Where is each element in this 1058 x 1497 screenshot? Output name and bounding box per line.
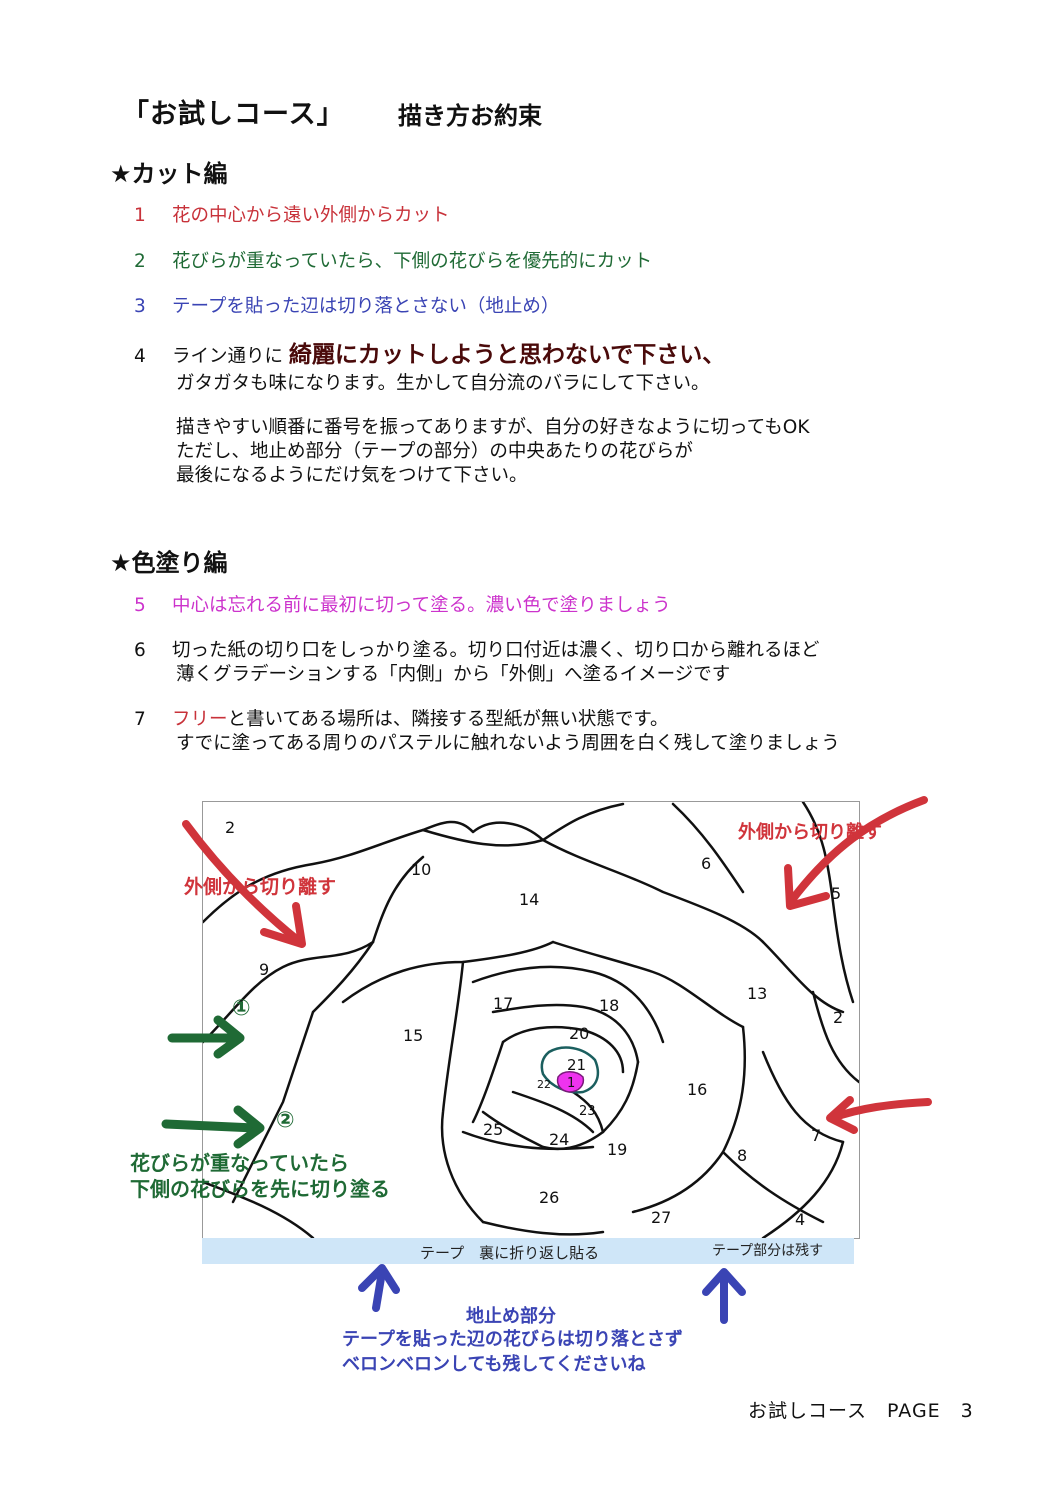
blue-arrow-icon [372, 1268, 386, 1312]
petal-number: 21 [567, 1056, 587, 1074]
petal-number: 13 [747, 984, 768, 1003]
green-arrow-icon [161, 1119, 261, 1133]
rose-pattern-diagram: 2 10 14 6 5 9 17 18 13 15 20 21 2 1 22 2… [202, 801, 860, 1239]
petal-number: 22 [537, 1078, 551, 1091]
color-item-5: 5 中心は忘れる前に最初に切って塗る。濃い色で塗りましょう [134, 593, 671, 618]
color-item-6: 6 切った紙の切り口をしっかり塗る。切り口付近は濃く、切り口から離れるほど [134, 638, 820, 663]
petal-number: 4 [795, 1210, 806, 1229]
petal-number: 5 [831, 884, 842, 903]
color-item-5-num: 5 [134, 595, 146, 616]
circled-number-2: ② [276, 1108, 295, 1133]
petal-number: 15 [403, 1026, 424, 1045]
petal-number: 10 [411, 860, 432, 879]
petal-number: 9 [259, 960, 270, 979]
cut-section-heading: ★カット編 [110, 160, 228, 188]
petal-number: 25 [483, 1120, 504, 1139]
petal-number: 27 [651, 1208, 672, 1227]
annotation-ground-line-3: ベロンベロンしても残してくださいね [342, 1354, 646, 1375]
rose-center-petal [556, 1071, 585, 1093]
petal-number: 19 [607, 1140, 628, 1159]
circled-number-1: ① [232, 996, 251, 1021]
color-item-5-text: 中心は忘れる前に最初に切って塗る。濃い色で塗りましょう [172, 595, 671, 616]
annotation-outer-left: 外側から切り離す [184, 876, 337, 898]
cut-item-4: 4 ライン通りに 綺麗にカットしようと思わないで下さい、 [134, 343, 725, 369]
petal-number: 26 [539, 1188, 560, 1207]
cut-item-1-text: 花の中心から遠い外側からカット [172, 205, 450, 226]
petal-number: 18 [599, 996, 620, 1015]
cut-item-3: 3 テープを貼った辺は切り落とさない（地止め） [134, 294, 559, 319]
petal-number: 14 [519, 890, 540, 909]
red-arrow-icon [828, 1098, 932, 1122]
cut-item-4-lead: ライン通りに [172, 346, 284, 367]
rose-line-drawing [203, 802, 859, 1238]
tape-label: テープ 裏に折り返し貼る [420, 1244, 600, 1262]
blue-arrowhead-icon [358, 1264, 400, 1294]
color-item-7-num: 7 [134, 709, 146, 730]
petal-number: 6 [701, 854, 712, 873]
red-arrowhead-icon [784, 864, 830, 910]
petal-number: 7 [811, 1126, 822, 1145]
petal-number: 8 [737, 1146, 748, 1165]
color-item-7-line-2: すでに塗ってある周りのパステルに触れないよう周囲を白く残して塗りましょう [176, 733, 840, 754]
cut-item-4-line-3: ただし、地止め部分（テープの部分）の中央あたりの花びらが [176, 441, 693, 462]
blue-arrowhead-icon [702, 1268, 746, 1296]
cut-item-4-num: 4 [134, 346, 146, 367]
annotation-ground-line-2: テープを貼った辺の花びらは切り落とさず [342, 1329, 683, 1350]
cut-item-2-num: 2 [134, 251, 146, 272]
petal-number: 16 [687, 1080, 708, 1099]
annotation-overlap-line-1: 花びらが重なっていたら [130, 1151, 349, 1175]
cut-item-3-num: 3 [134, 296, 146, 317]
page-title: 「お試しコース」 [122, 99, 345, 130]
color-section-heading: ★色塗り編 [110, 549, 228, 577]
cut-item-4-line-2: 描きやすい順番に番号を振ってありますが、自分の好きなように切ってもOK [176, 417, 810, 438]
cut-item-2-text: 花びらが重なっていたら、下側の花びらを優先的にカット [172, 251, 653, 272]
cut-item-3-text: テープを貼った辺は切り落とさない（地止め） [172, 296, 560, 317]
tape-remain-label: テープ部分は残す [712, 1243, 824, 1259]
petal-number: 1 [567, 1076, 576, 1091]
petal-number: 23 [579, 1104, 596, 1119]
color-item-7-line-1: と書いてある場所は、隣接する型紙が無い状態です。 [227, 709, 669, 730]
red-arrow-icon [788, 796, 928, 904]
tape-strip: テープ 裏に折り返し貼る テープ部分は残す [202, 1238, 854, 1264]
red-arrow-icon [182, 820, 304, 946]
red-arrowhead-icon [826, 1096, 858, 1134]
color-item-6-num: 6 [134, 640, 146, 661]
petal-number: 2 [225, 818, 236, 837]
green-arrowhead-icon [233, 1105, 265, 1149]
petal-number: 17 [493, 994, 514, 1013]
page-footer: お試しコース PAGE 3 [748, 1400, 974, 1422]
page-subtitle: 描き方お約束 [398, 102, 542, 130]
color-item-7: 7 フリーと書いてある場所は、隣接する型紙が無い状態です。 [134, 707, 669, 732]
annotation-overlap-line-2: 下側の花びらを先に切り塗る [130, 1177, 390, 1201]
color-item-6-line-1: 切った紙の切り口をしっかり塗る。切り口付近は濃く、切り口から離れるほど [172, 640, 820, 661]
cut-item-1-num: 1 [134, 205, 146, 226]
cut-item-4-line-1: ガタガタも味になります。生かして自分流のバラにして下さい。 [176, 373, 710, 394]
color-item-6-line-2: 薄くグラデーションする「内側」から「外側」へ塗るイメージです [176, 664, 731, 685]
cut-item-2: 2 花びらが重なっていたら、下側の花びらを優先的にカット [134, 249, 652, 274]
petal-number: 24 [549, 1130, 570, 1149]
cut-item-4-emphasis: 綺麗にカットしようと思わないで下さい、 [288, 342, 726, 368]
green-arrowhead-icon [213, 1015, 245, 1059]
cut-item-1: 1 花の中心から遠い外側からカット [134, 203, 450, 228]
petal-number: 2 [833, 1008, 844, 1027]
color-item-7-free: フリー [172, 709, 228, 730]
annotation-outer-right: 外側から切り離す [738, 822, 882, 843]
annotation-ground: テープを貼った辺の花びらは切り落とさず ベロンベロンしても残してくださいね [342, 1327, 683, 1377]
petal-number: 20 [569, 1024, 590, 1043]
annotation-overlap: 花びらが重なっていたら 下側の花びらを先に切り塗る [130, 1150, 390, 1202]
cut-item-4-line-4: 最後になるようにだけ気をつけて下さい。 [176, 465, 528, 486]
red-arrowhead-icon [260, 902, 306, 948]
annotation-ground-line-1: 地止め部分 [466, 1306, 556, 1327]
